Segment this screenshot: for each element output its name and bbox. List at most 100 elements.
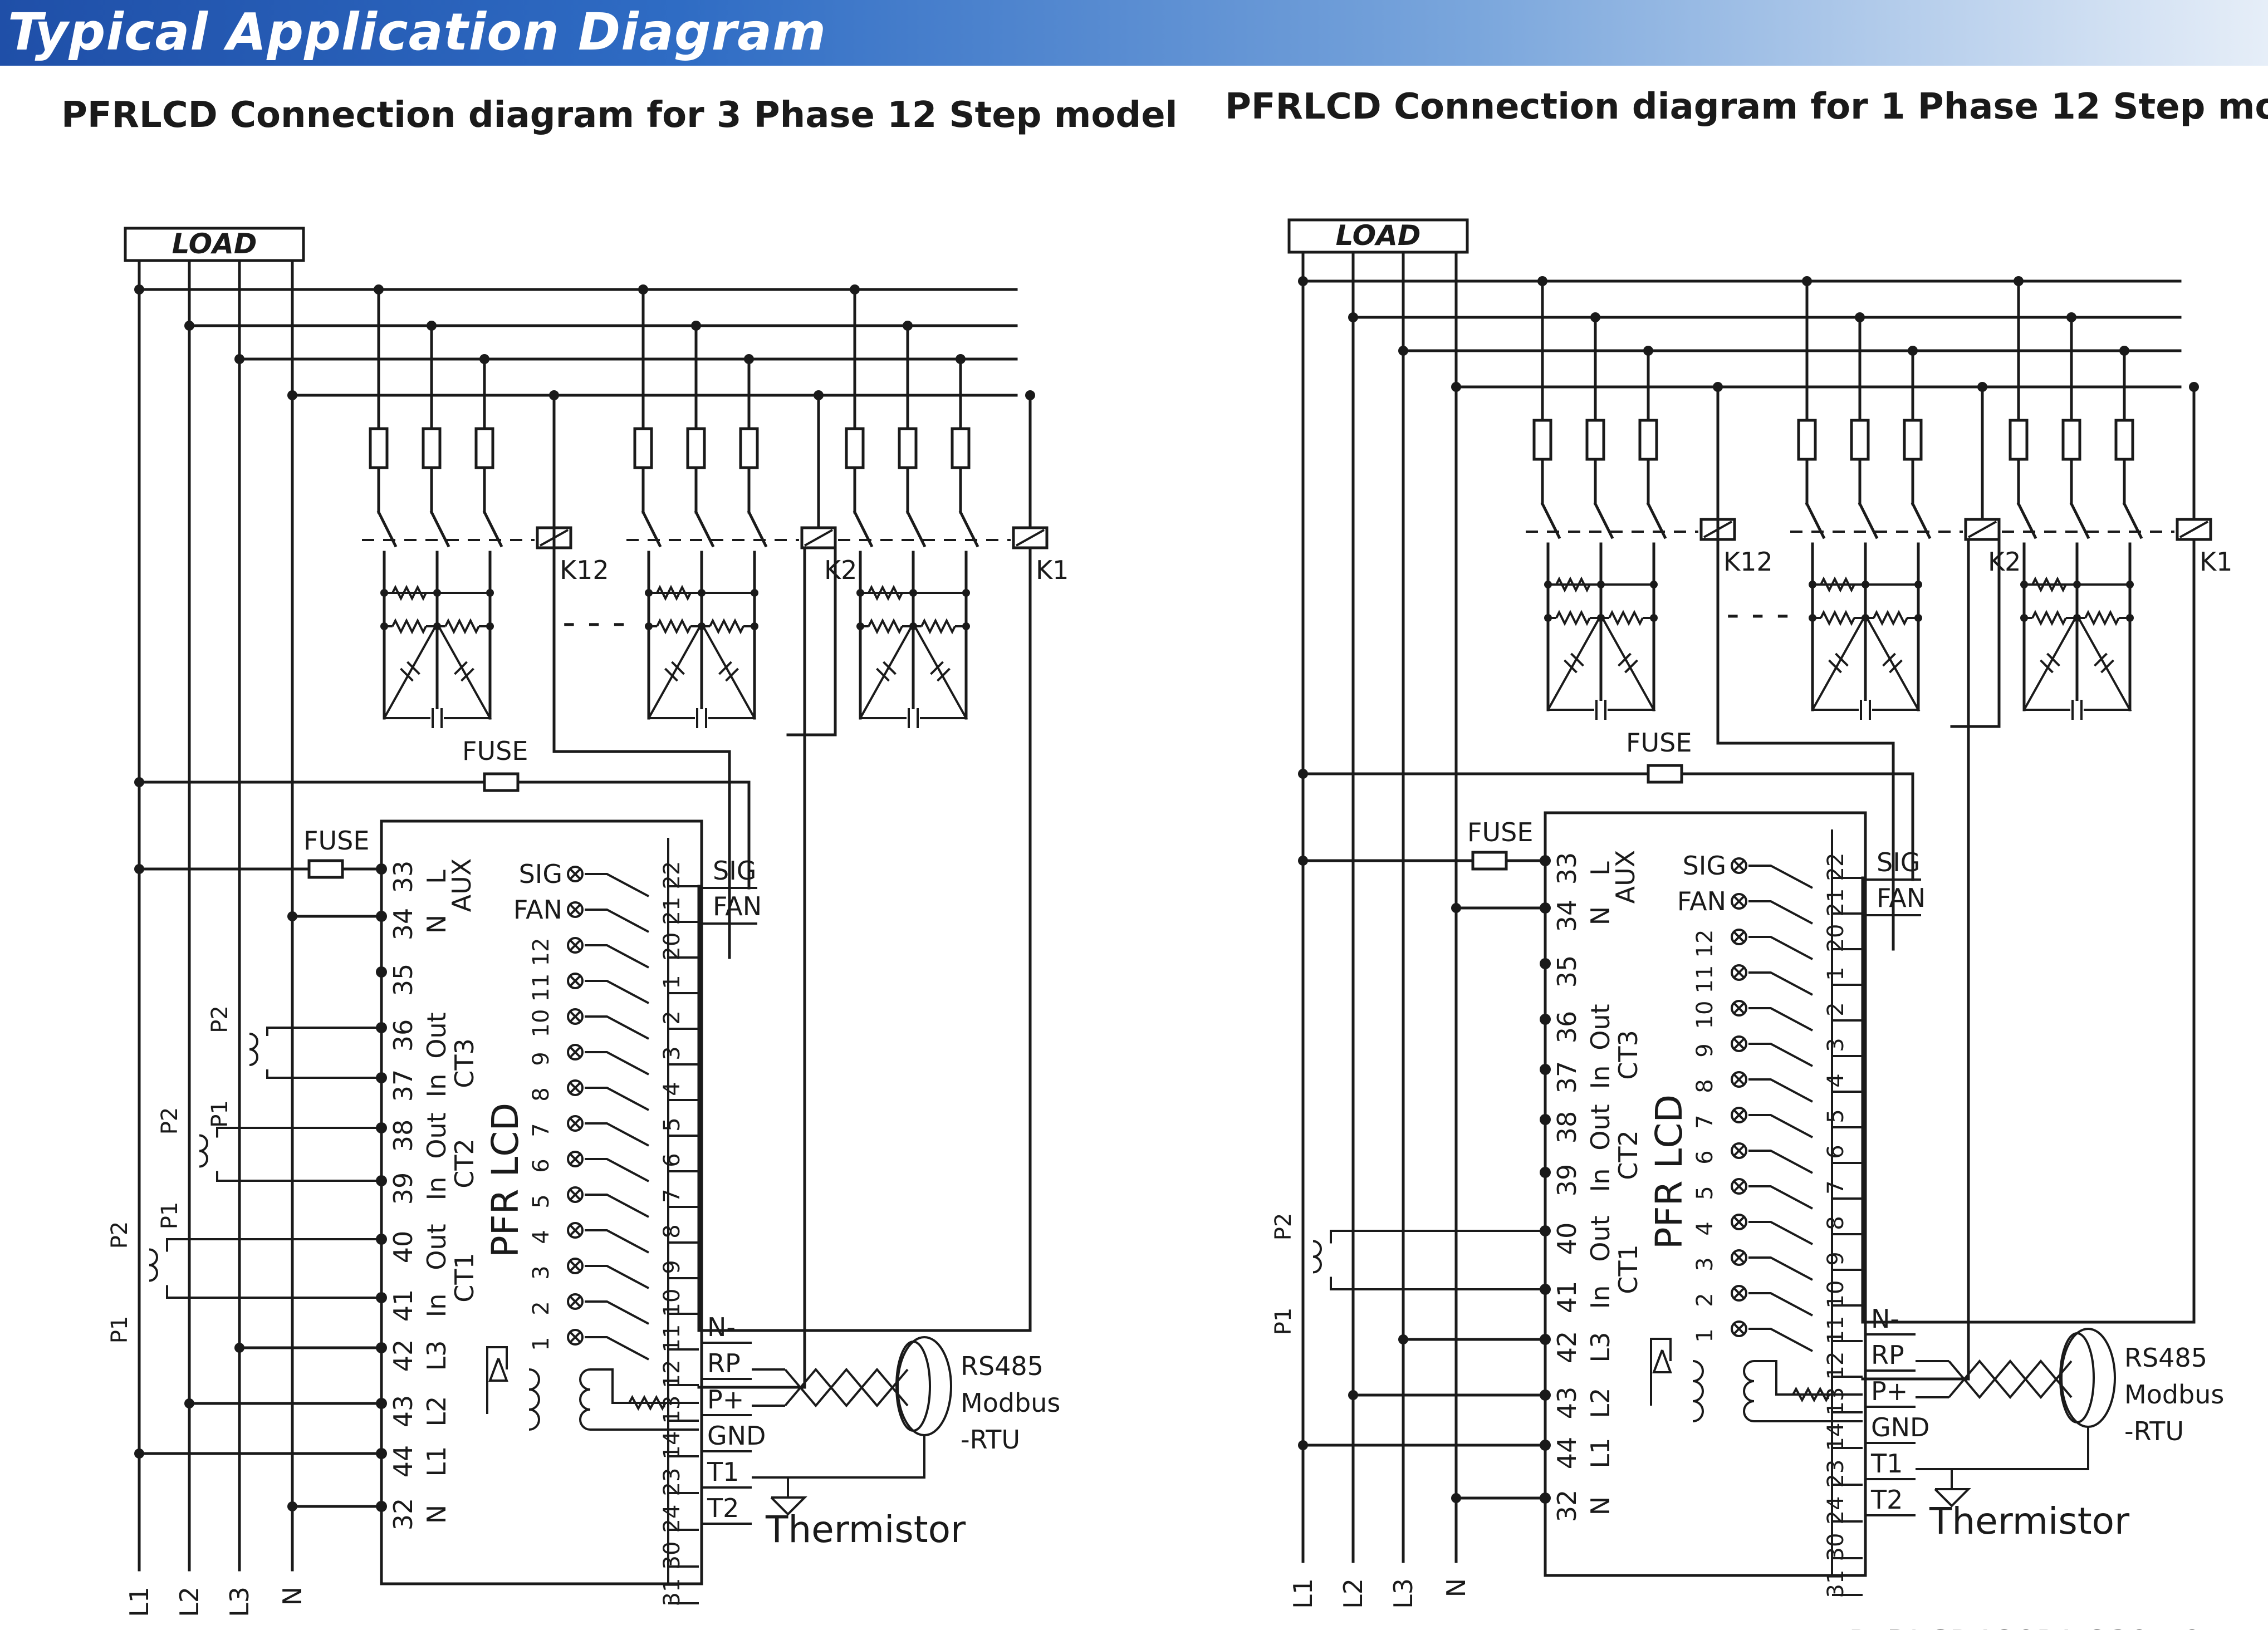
capacitor-plate [406, 661, 420, 675]
fuse-element [474, 427, 494, 469]
relay-terminal-9: 9 [659, 1260, 685, 1274]
ct-lead [216, 1127, 381, 1138]
terminal-circle [567, 1115, 584, 1132]
discharge-resistor [391, 618, 427, 635]
capacitor-plate [1570, 652, 1584, 667]
x-stroke [1733, 966, 1745, 979]
relay-terminal-24: 24 [1823, 1496, 1849, 1525]
junction-dot [234, 1343, 244, 1353]
voltage-transformer [1650, 1338, 1863, 1422]
load-label: LOAD [1336, 219, 1421, 252]
junction-dot [134, 1449, 144, 1459]
capacitor-step-K2: K2 [1790, 276, 2021, 720]
fuse-element [1850, 419, 1870, 461]
fuse-element [1585, 419, 1605, 461]
thermistor-label: Thermistor [1929, 1500, 2130, 1543]
ct-label: CT1 [1613, 1244, 1643, 1294]
terminal-number-39: 39 [1552, 1164, 1582, 1197]
indicator-number-11: 11 [1692, 965, 1718, 994]
capacitor-plate [454, 661, 468, 675]
ct-coil [249, 1033, 258, 1066]
x-stroke [1733, 1251, 1745, 1264]
device-label: PFR LCD [484, 1103, 527, 1258]
fuse-element [951, 427, 971, 469]
indicator-number-9: 9 [1692, 1043, 1718, 1057]
fuse-label: FUSE [1467, 817, 1533, 847]
relay-terminal-10: 10 [1823, 1280, 1849, 1309]
relay-contact [585, 1051, 649, 1076]
indicator-number-2: 2 [528, 1301, 554, 1315]
indicator-number-7: 7 [1692, 1115, 1718, 1128]
discharge-resistor [868, 618, 903, 635]
junction-dot [1914, 581, 1922, 588]
relay-terminal-13: 13 [659, 1396, 685, 1424]
relay-contact [1748, 936, 1813, 960]
relay-terminal-7: 7 [659, 1189, 685, 1202]
bus-junction [1398, 346, 1408, 356]
terminal-function: Out [422, 1112, 452, 1158]
terminal-function: In [422, 1177, 452, 1201]
relay-indicator-5 [1731, 1178, 1747, 1195]
bus-junction [1298, 276, 1308, 286]
twisted-pair [784, 1367, 909, 1408]
line-label-L1: L1 [124, 1587, 154, 1617]
junction-dot [1298, 769, 1308, 779]
terminal-circle [567, 1258, 584, 1274]
indicator-number-8: 8 [1692, 1079, 1718, 1093]
contactor-coil-K2 [800, 526, 837, 549]
terminal-number-40: 40 [388, 1231, 418, 1264]
fuse-element [369, 427, 389, 469]
junction-dot [1348, 1390, 1358, 1400]
capacitor-plate [1835, 652, 1849, 667]
contact-blade [1593, 502, 1614, 539]
fuse-element [739, 427, 759, 469]
relay-terminal-1: 1 [659, 975, 685, 989]
junction-dot [2126, 614, 2134, 622]
terminal-number-33: 33 [1552, 852, 1582, 885]
coil-slash [804, 529, 833, 547]
discharge-resistor [920, 618, 956, 635]
terminal-circle [1731, 929, 1747, 945]
rs485-label: Modbus [2124, 1379, 2224, 1410]
control-fuse-label: FUSE [1626, 728, 1692, 758]
junction-dot [856, 622, 864, 630]
x-stroke [1733, 1145, 1745, 1157]
relay-contact [585, 1265, 649, 1289]
capacitor-plate [1564, 659, 1578, 674]
relay-terminal-5: 5 [659, 1117, 685, 1131]
terminal-label-N-: N- [707, 1312, 736, 1342]
relay-terminal-22: 22 [659, 861, 685, 890]
ct-mark-P2: P2 [157, 1107, 183, 1135]
bus-junction [234, 354, 244, 364]
terminal-function: L3 [1585, 1332, 1615, 1363]
relay-contact [585, 1015, 649, 1040]
capacitor-step-K1: K1 [2002, 276, 2232, 720]
ct-label: CT3 [449, 1038, 479, 1088]
discharge-resistor [391, 585, 427, 601]
junction-dot [433, 589, 441, 597]
junction-dot [1809, 614, 1816, 622]
junction-dot [1914, 614, 1922, 622]
relay-indicator-SIG [567, 866, 584, 882]
ct-lead [1330, 1276, 1545, 1290]
terminal-label-RP: RP [707, 1348, 741, 1378]
terminal-function: Out [1585, 1104, 1615, 1150]
capacitor-plate [1889, 659, 1903, 674]
relay-contact [585, 873, 649, 897]
junction-dot [486, 622, 494, 630]
ct-lead [266, 1027, 381, 1036]
rs485-label: -RTU [2124, 1416, 2184, 1446]
relay-indicator-7 [1731, 1107, 1747, 1123]
junction-dot [698, 589, 706, 597]
terminal-label-GND: GND [1871, 1412, 1929, 1442]
terminal-function: In [422, 1294, 452, 1318]
ct-mark-P1: P1 [207, 1100, 233, 1128]
relay-contact [585, 980, 649, 1004]
relay-indicator-8 [1731, 1071, 1747, 1088]
ct-coil [149, 1248, 158, 1282]
relay-contact [585, 1158, 649, 1182]
terminal-point [1540, 1114, 1551, 1125]
device-label: PFR LCD [1648, 1094, 1691, 1249]
indicator-number-4: 4 [528, 1230, 554, 1244]
